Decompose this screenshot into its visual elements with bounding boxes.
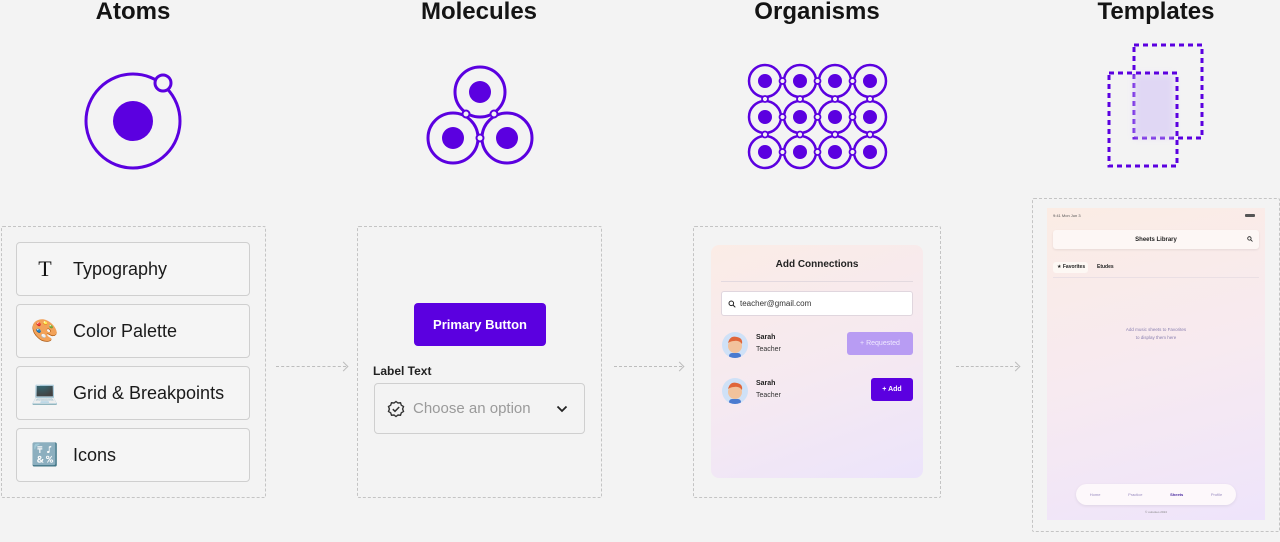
nav-profile[interactable]: Profile: [1210, 492, 1223, 497]
search-icon: [1247, 236, 1253, 242]
avatar: [722, 378, 748, 404]
connection-role: Teacher: [756, 392, 781, 399]
atom-item[interactable]: 🎨 Color Palette: [16, 304, 250, 358]
symbols-icon: 🔣: [31, 442, 59, 467]
atoms-title: Atoms: [95, 0, 171, 25]
tab-favorites-label: Favorites: [1062, 264, 1086, 270]
organisms-title: Organisms: [754, 0, 880, 25]
status-bar: 9:41 Mon Jun 3: [1053, 213, 1081, 218]
card-title: Add Connections: [775, 259, 859, 270]
verified-badge-icon: [387, 400, 405, 417]
option-select[interactable]: Choose an option: [374, 383, 585, 434]
atom-item[interactable]: 🔣 Icons: [16, 428, 250, 482]
atom-item[interactable]: 💻 Grid & Breakpoints: [16, 366, 250, 420]
template-screen: 9:41 Mon Jun 3 Sheets Library ★ Favorite…: [1047, 208, 1265, 520]
connector-arrow-head: [674, 361, 685, 372]
tab-favorites-pill[interactable]: [1053, 262, 1088, 273]
templates-title: Templates: [1097, 0, 1215, 25]
molecule-icon: [426, 65, 534, 165]
molecules-title: Molecules: [420, 0, 538, 25]
select-placeholder: Choose an option: [413, 400, 531, 417]
connection-search-input[interactable]: teacher@gmail.com: [721, 291, 913, 316]
connection-role: Teacher: [756, 346, 781, 353]
tab-etudes[interactable]: Etudes: [1097, 264, 1114, 270]
chevron-down-icon: [556, 405, 568, 412]
typography-icon: T: [38, 256, 52, 281]
empty-line-1: Add music sheets to Favorites: [1125, 327, 1187, 332]
molecules-panel: [357, 226, 602, 498]
atom-item-label: Grid & Breakpoints: [73, 382, 225, 403]
template-icon: [1107, 43, 1204, 168]
atom-item[interactable]: T Typography: [16, 242, 250, 296]
template-title: Sheets Library: [1135, 236, 1177, 243]
nav-practice[interactable]: Practice: [1128, 492, 1143, 497]
nav-sheets[interactable]: Sheets: [1170, 492, 1184, 497]
atom-item-label: Color Palette: [73, 320, 178, 341]
connection-name: Sarah: [756, 334, 776, 341]
divider: [721, 281, 913, 282]
atoms-panel: [1, 226, 266, 498]
empty-state: Add music sheets to Favorites to display…: [1047, 326, 1265, 342]
atom-icon: [84, 72, 182, 170]
search-value: teacher@gmail.com: [740, 299, 812, 308]
empty-line-2: to display them here: [1135, 335, 1177, 340]
connector-arrow-head: [338, 361, 349, 372]
organisms-panel: [693, 226, 941, 498]
template-header: Sheets Library: [1053, 230, 1259, 249]
add-connection-button[interactable]: + Add: [871, 378, 913, 401]
nav-home[interactable]: Home: [1089, 492, 1101, 497]
template-footer: © outsoleo 2024: [1145, 510, 1167, 514]
add-connections-card: Add Connections teacher@gmail.com Sarah …: [711, 245, 923, 478]
connector-arrow: [956, 366, 1018, 367]
bottom-nav: Home Practice Sheets Profile: [1076, 484, 1236, 505]
requested-button[interactable]: + Requested: [847, 332, 913, 355]
primary-button[interactable]: Primary Button: [414, 303, 546, 346]
laptop-icon: 💻: [31, 380, 59, 405]
search-icon: [728, 300, 736, 308]
connection-name: Sarah: [756, 380, 776, 387]
tab-divider: [1053, 277, 1259, 278]
battery-icon: [1245, 214, 1255, 217]
palette-icon: 🎨: [31, 318, 59, 343]
connector-arrow: [614, 366, 682, 367]
tab-favorites[interactable]: ★ Favorites: [1057, 264, 1086, 270]
field-label: Label Text: [373, 364, 432, 378]
connector-arrow-head: [1010, 361, 1021, 372]
atom-item-label: Typography: [73, 258, 168, 279]
organism-icon: [747, 63, 888, 170]
connector-arrow: [276, 366, 346, 367]
atom-item-label: Icons: [73, 444, 117, 465]
avatar: [722, 332, 748, 358]
